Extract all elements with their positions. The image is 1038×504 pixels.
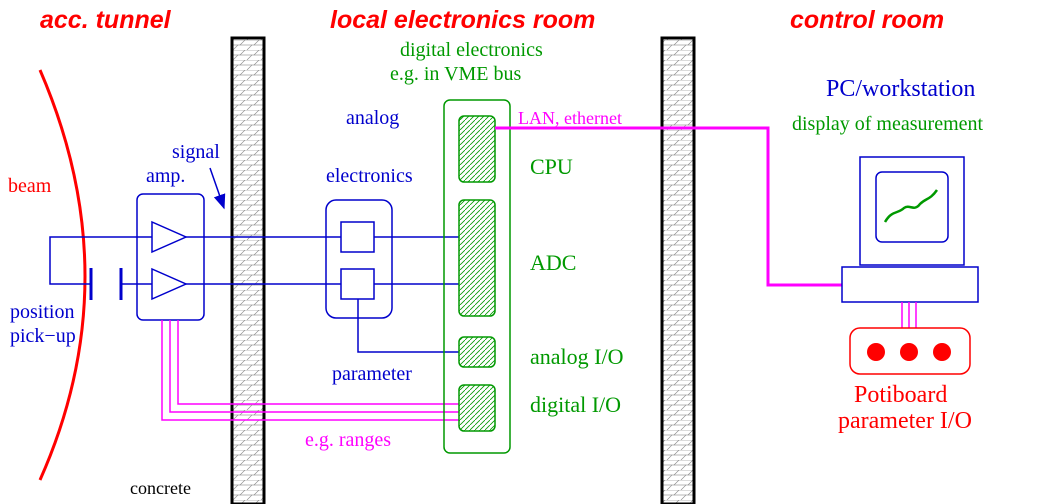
amplifier-box <box>136 193 205 321</box>
analog-label: analog <box>346 107 399 129</box>
parameter-label: parameter <box>332 363 412 385</box>
measurement-curve <box>883 189 939 223</box>
analog-module-lower <box>340 268 375 300</box>
cpu-label: CPU <box>530 154 573 179</box>
signal-label: signal <box>172 141 220 163</box>
range-line-1 <box>161 320 462 421</box>
cpu-module <box>458 115 496 183</box>
digital-electronics-label: digital electronics <box>400 39 543 61</box>
adc-label: ADC <box>530 250 576 275</box>
pickup-label: pick−up <box>10 325 76 347</box>
display-label: display of measurement <box>792 113 983 135</box>
concrete-wall-right <box>660 36 696 504</box>
header-local-electronics-room: local electronics room <box>330 6 595 34</box>
parameter-io-label: parameter I/O <box>838 408 972 434</box>
ranges-label: e.g. ranges <box>305 429 391 451</box>
electronics-label: electronics <box>326 165 413 187</box>
position-label: position <box>10 301 74 323</box>
header-acc-tunnel: acc. tunnel <box>40 6 172 34</box>
lan-line <box>495 126 842 287</box>
range-line-2 <box>169 320 462 413</box>
parameter-line <box>357 299 462 353</box>
analog-io-label: analog I/O <box>530 344 623 369</box>
poti-knob-1 <box>867 343 885 361</box>
vme-crate <box>443 99 511 454</box>
vme-bus-label: e.g. in VME bus <box>390 63 522 85</box>
amplifier-triangle-lower <box>151 267 188 301</box>
pc-workstation-label: PC/workstation <box>826 76 975 102</box>
signal-arrow <box>209 167 226 210</box>
amplifier-triangle-upper <box>151 220 188 254</box>
digital-io-module <box>458 384 496 432</box>
digital-io-label: digital I/O <box>530 392 621 417</box>
beam-label: beam <box>8 175 52 197</box>
analog-io-module <box>458 336 496 368</box>
analog-electronics-box <box>325 199 393 319</box>
poti-knob-2 <box>900 343 918 361</box>
header-control-room: control room <box>790 6 944 34</box>
adc-module <box>458 199 496 317</box>
range-line-3 <box>177 320 462 405</box>
poti-knob-3 <box>933 343 951 361</box>
analog-module-upper <box>340 221 375 253</box>
concrete-label: concrete <box>130 478 191 498</box>
potiboard-label: Potiboard <box>854 382 947 408</box>
signal-line-upper <box>49 236 462 285</box>
beam-arc <box>38 69 87 481</box>
concrete-wall-left <box>230 36 266 504</box>
lan-label: LAN, ethernet <box>518 108 622 128</box>
amp-label: amp. <box>146 165 185 187</box>
pc-base <box>841 266 979 303</box>
